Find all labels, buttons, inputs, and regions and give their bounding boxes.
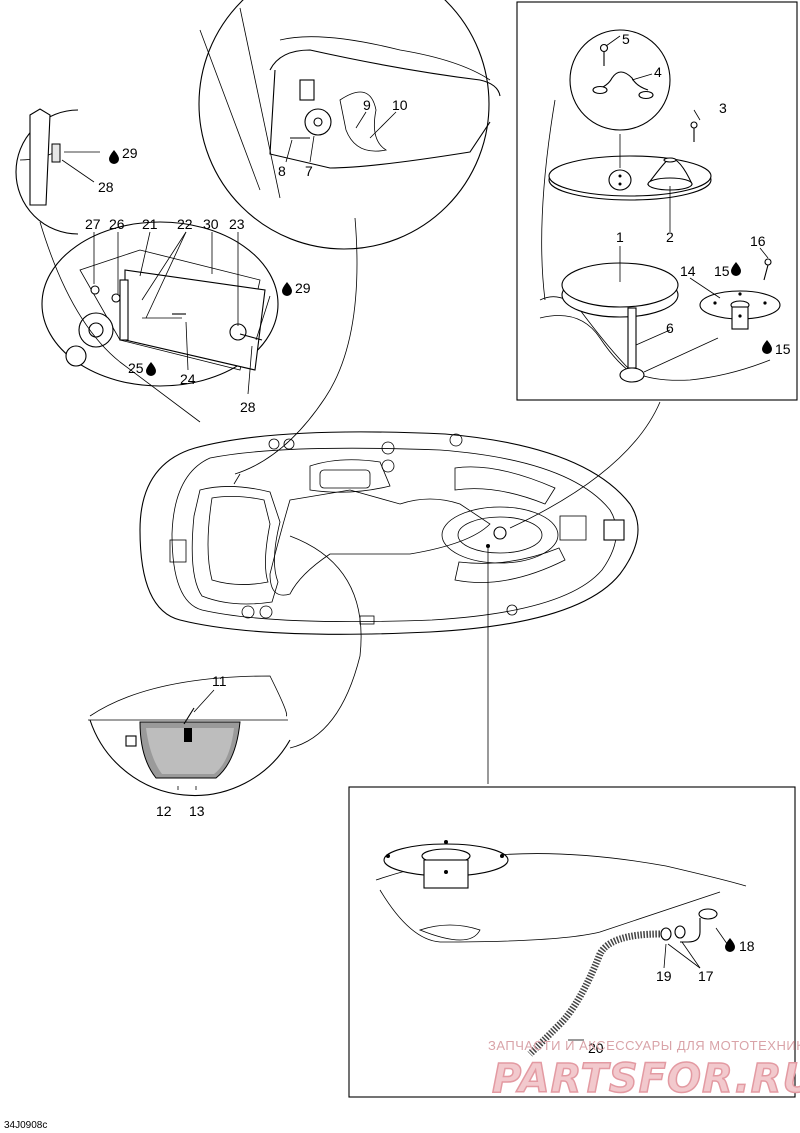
- callout-29b: 29: [295, 280, 311, 296]
- latch-detail-circle: [198, 0, 501, 250]
- diagram-code: 34J0908c: [4, 1120, 47, 1131]
- watermark-logo: PARTSFOR.RU: [492, 1056, 800, 1102]
- screw-16-icon: [763, 258, 772, 281]
- door-detail-oval: [41, 221, 279, 395]
- callout-27: 27: [85, 216, 101, 232]
- callout-17: 17: [698, 968, 714, 984]
- callout-25: 25: [128, 360, 144, 376]
- callout-12: 12: [156, 803, 172, 819]
- hose-20-icon: [527, 930, 661, 1057]
- callout-22: 22: [177, 216, 193, 232]
- callout-30: 30: [203, 216, 219, 232]
- flange-14-icon: [699, 290, 781, 330]
- screw-3-icon: [690, 121, 698, 142]
- callout-15a: 15: [714, 263, 730, 279]
- callout-18: 18: [739, 938, 755, 954]
- sealant-drop-icon: [109, 150, 119, 164]
- sealant-drop-icon: [731, 262, 741, 276]
- clip-detail-circle: [15, 108, 100, 235]
- callout-13: 13: [189, 803, 205, 819]
- sealant-drop-icon: [146, 362, 156, 376]
- callout-11: 11: [212, 673, 227, 689]
- callout-24: 24: [180, 371, 196, 387]
- sealant-drop-icon: [725, 938, 735, 952]
- hull-top-view: [139, 431, 639, 635]
- drain-hose-panel: [348, 786, 796, 1098]
- sealant-drop-icon: [282, 282, 292, 296]
- callout-19: 19: [656, 968, 672, 984]
- callout-2: 2: [666, 229, 674, 245]
- callout-8: 8: [278, 163, 286, 179]
- callout-7: 7: [305, 163, 313, 179]
- callout-1: 1: [616, 229, 624, 245]
- callout-6: 6: [666, 320, 674, 336]
- callout-20: 20: [588, 1040, 604, 1056]
- sealant-drop-icon: [762, 340, 772, 354]
- callout-28b: 28: [240, 399, 256, 415]
- seat-1-icon: [561, 262, 679, 383]
- callout-23: 23: [229, 216, 245, 232]
- callout-4: 4: [654, 64, 662, 80]
- callout-15b: 15: [775, 341, 791, 357]
- clamp-4-icon: [595, 71, 649, 91]
- callout-5: 5: [622, 31, 630, 47]
- callout-3: 3: [719, 100, 727, 116]
- callout-9: 9: [363, 97, 371, 113]
- callout-10: 10: [392, 97, 408, 113]
- net-detail-circle: [88, 675, 291, 797]
- seat-pedestal-panel: [516, 1, 798, 401]
- callout-16: 16: [750, 233, 766, 249]
- callout-26: 26: [109, 216, 125, 232]
- watermark-tagline: ЗАПЧАСТИ И АКСЕССУАРЫ ДЛЯ МОТОТЕХНИКИ: [488, 1038, 800, 1053]
- callout-21: 21: [142, 216, 158, 232]
- callout-29a: 29: [122, 145, 138, 161]
- callout-28a: 28: [98, 179, 114, 195]
- screw-5-icon: [599, 43, 609, 66]
- callout-14: 14: [680, 263, 696, 279]
